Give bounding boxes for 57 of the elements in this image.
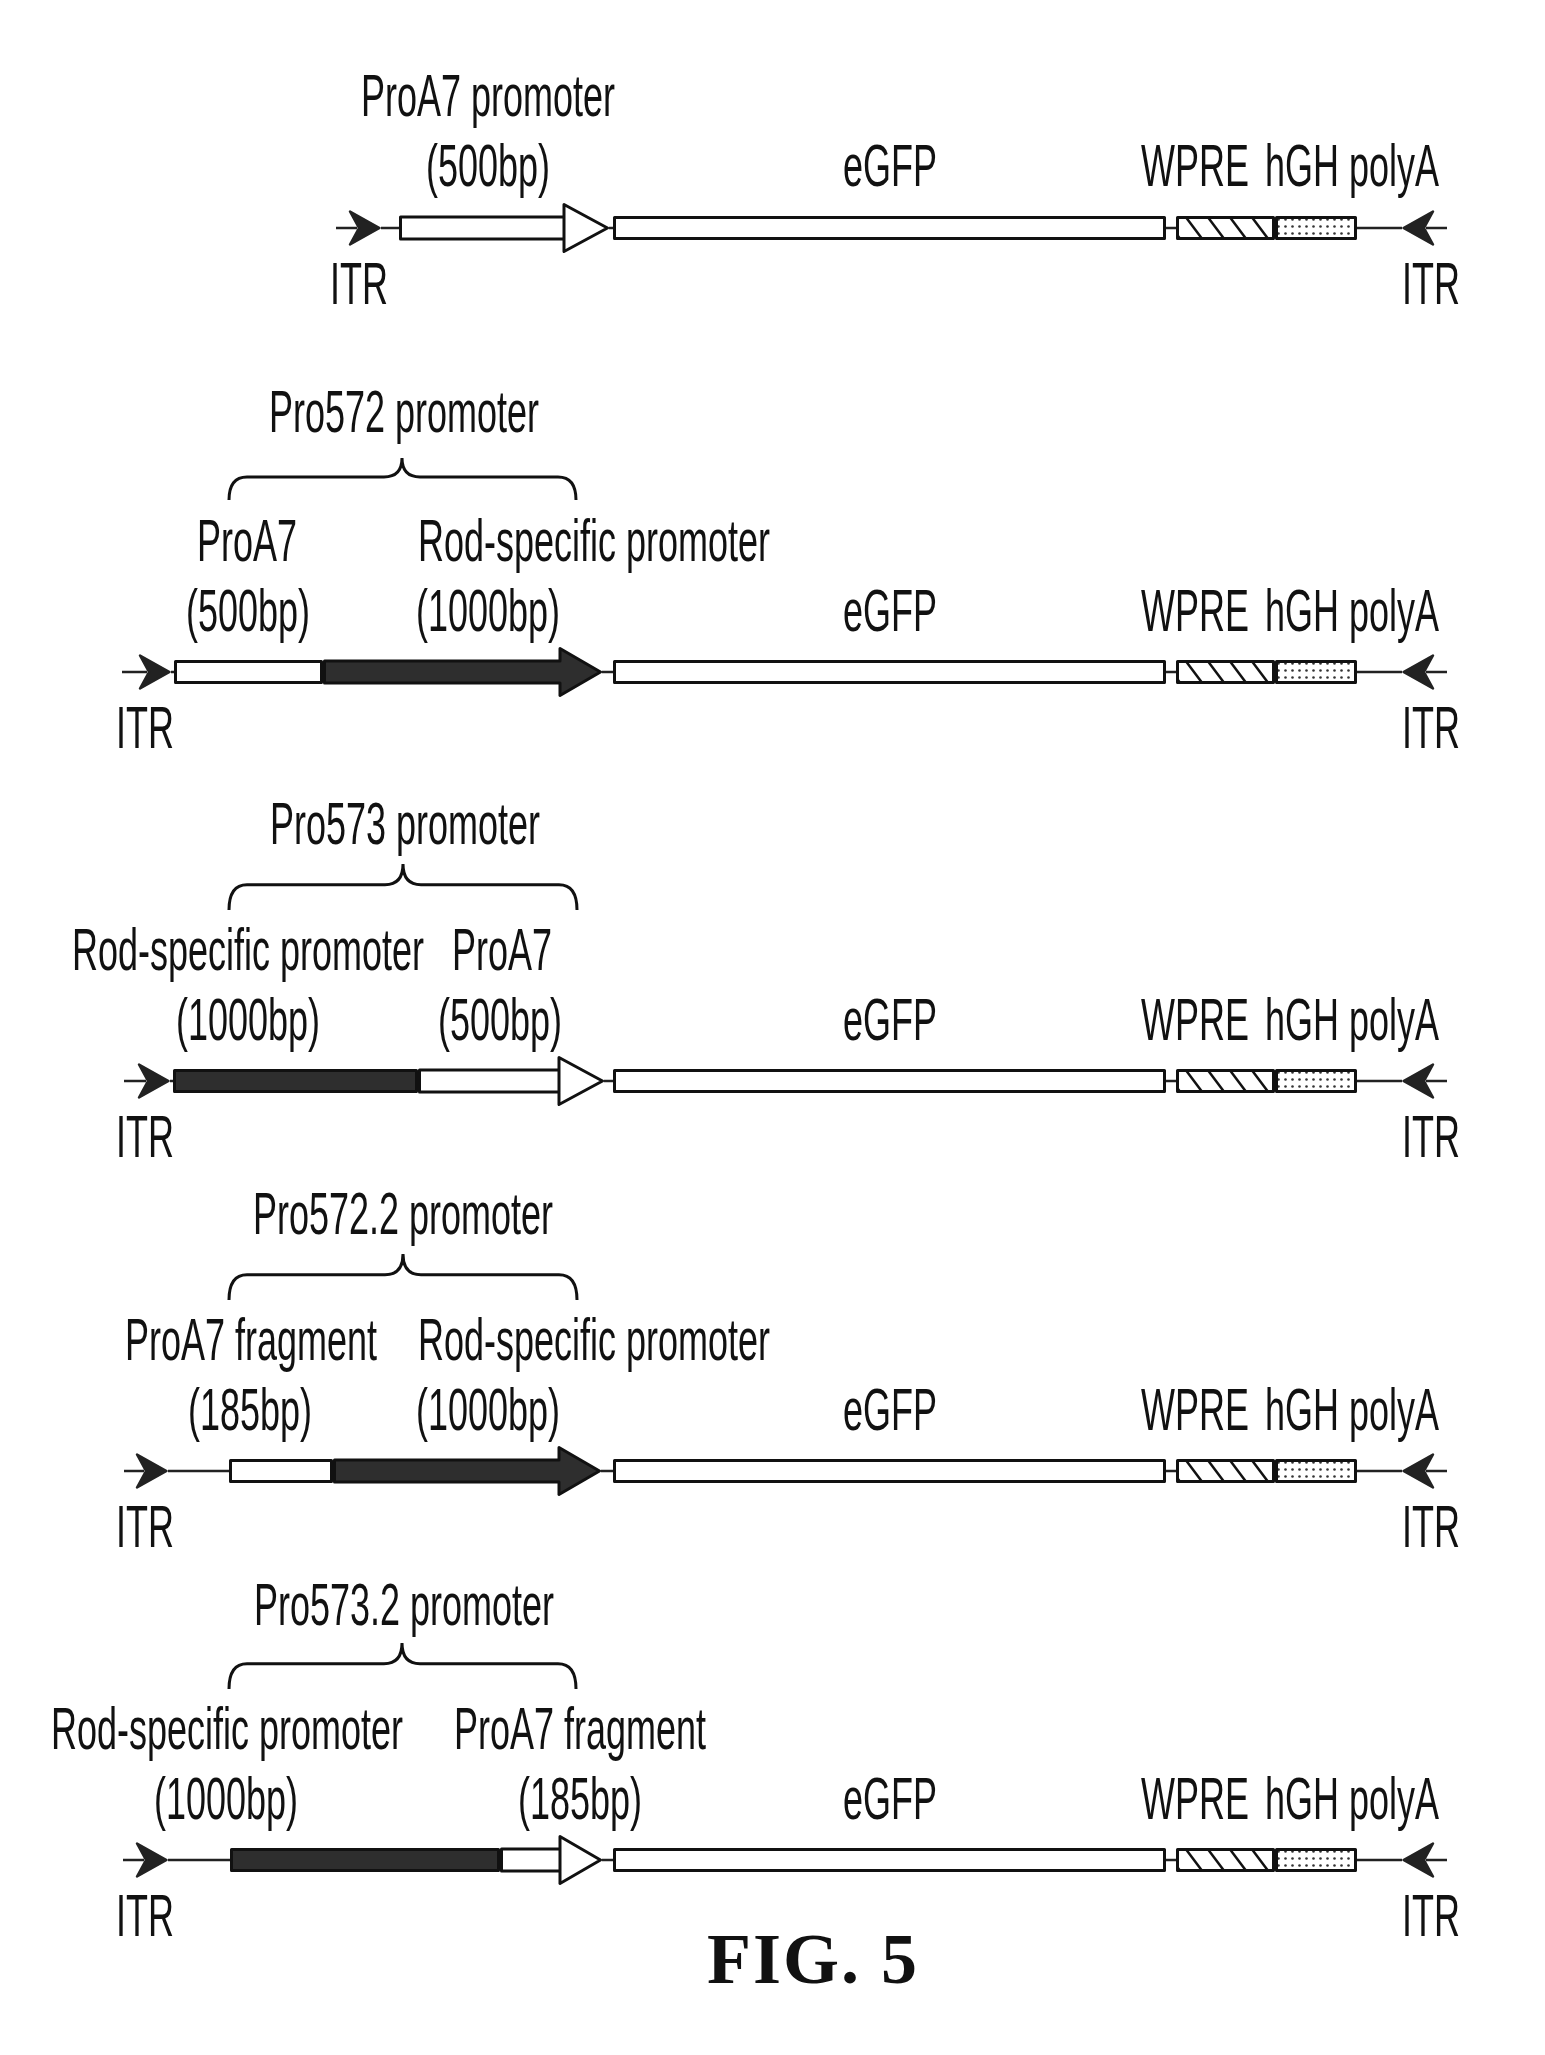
connector-line <box>1357 1858 1402 1862</box>
segment-label: hGH polyA <box>1264 132 1440 200</box>
segment-label: eGFP <box>843 577 937 645</box>
segment-label: Rod-specific promoter <box>417 507 771 575</box>
segment-label: hGH polyA <box>1264 1765 1440 1833</box>
segment-label: eGFP <box>843 986 937 1054</box>
size-label: (1000bp) <box>153 1765 299 1833</box>
element-label: ITR <box>1402 1882 1460 1950</box>
segment-label: WPRE <box>1141 132 1249 200</box>
segment-label: Rod-specific promoter <box>71 916 425 984</box>
element-label: ITR <box>1402 250 1460 318</box>
connector-line <box>168 1858 230 1862</box>
segment-label: ProA7 <box>196 507 298 575</box>
connector-line <box>1357 670 1402 674</box>
size-label: (500bp) <box>425 132 551 200</box>
segment-label: Rod-specific promoter <box>50 1695 404 1763</box>
promoter-label: Pro573 promoter <box>269 790 541 858</box>
size-label: (185bp) <box>517 1765 643 1833</box>
size-label: (1000bp) <box>175 986 321 1054</box>
segment-label: ProA7 <box>451 916 553 984</box>
segment-label: ProA7 promoter <box>360 62 616 130</box>
promoter-label: Pro572 promoter <box>268 378 540 446</box>
size-label: (185bp) <box>187 1376 313 1444</box>
size-label: (500bp) <box>437 986 563 1054</box>
segment-label: eGFP <box>843 1376 937 1444</box>
element-label: ITR <box>116 1493 174 1561</box>
element-label: ITR <box>116 1103 174 1171</box>
element-label: ITR <box>1402 694 1460 762</box>
connector-line <box>170 1079 173 1083</box>
segment-label: WPRE <box>1141 1376 1249 1444</box>
segment-label: hGH polyA <box>1264 1376 1440 1444</box>
element-label: ITR <box>330 250 388 318</box>
connector-line <box>171 670 174 674</box>
segment-label: WPRE <box>1141 1765 1249 1833</box>
connector-line <box>1357 226 1402 230</box>
element-label: ITR <box>116 1882 174 1950</box>
segment-label: hGH polyA <box>1264 986 1440 1054</box>
size-label: (1000bp) <box>415 1376 561 1444</box>
promoter-label: Pro572.2 promoter <box>252 1180 554 1248</box>
element-label: ITR <box>1402 1493 1460 1561</box>
size-label: (1000bp) <box>415 577 561 645</box>
connector-line <box>168 1469 229 1473</box>
segment-label: WPRE <box>1141 986 1249 1054</box>
segment-label: eGFP <box>843 132 937 200</box>
segment-label: WPRE <box>1141 577 1249 645</box>
size-label: (500bp) <box>185 577 311 645</box>
promoter-label: Pro573.2 promoter <box>253 1571 555 1639</box>
segment-label: hGH polyA <box>1264 577 1440 645</box>
connector-line <box>1357 1079 1402 1083</box>
segment-label: eGFP <box>843 1765 937 1833</box>
figure-caption: FIG. 5 <box>707 1919 919 1999</box>
element-label: ITR <box>116 694 174 762</box>
element-label: ITR <box>1402 1103 1460 1171</box>
segment-label: Rod-specific promoter <box>417 1306 771 1374</box>
segment-label: ProA7 fragment <box>453 1695 707 1763</box>
segment-label: ProA7 fragment <box>124 1306 378 1374</box>
connector-line <box>1357 1469 1402 1473</box>
